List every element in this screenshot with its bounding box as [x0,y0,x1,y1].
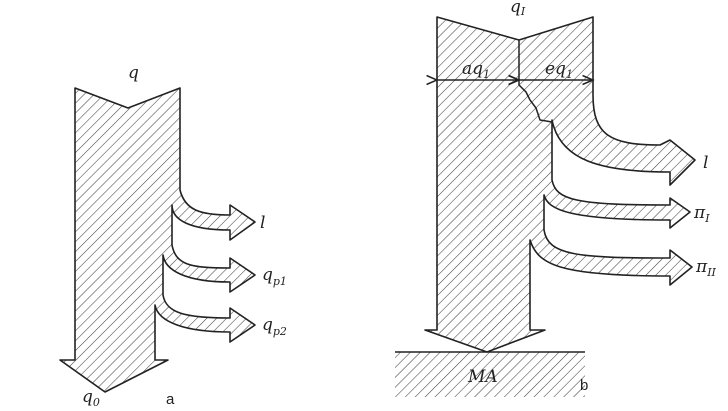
split-left-label: aq1 [462,59,490,81]
output-label-pi-I: πI [693,203,710,225]
output-label-l: l [260,213,265,233]
main-flow-b [424,16,696,353]
diagram-a: q l qp1 qp2 q0 a [59,63,287,409]
sink-ground-ma [395,352,585,397]
residual-label-q0: q0 [82,387,100,409]
output-label-l-b: l [703,153,708,173]
sink-label-ma: MA [467,367,498,387]
panel-label-a: a [166,391,175,408]
input-label-qI: qI [510,0,526,18]
output-label-qp1: qp1 [262,265,287,288]
input-label-q: q [128,63,139,83]
main-flow-a [59,87,256,393]
panel-label-b: b [580,377,588,394]
output-label-pi-II: πII [695,257,717,279]
split-right-label: eq1 [545,59,573,81]
output-label-qp2: qp2 [262,315,287,338]
diagram-b: qI aq1 eq1 l πI πII MA b [395,0,717,397]
